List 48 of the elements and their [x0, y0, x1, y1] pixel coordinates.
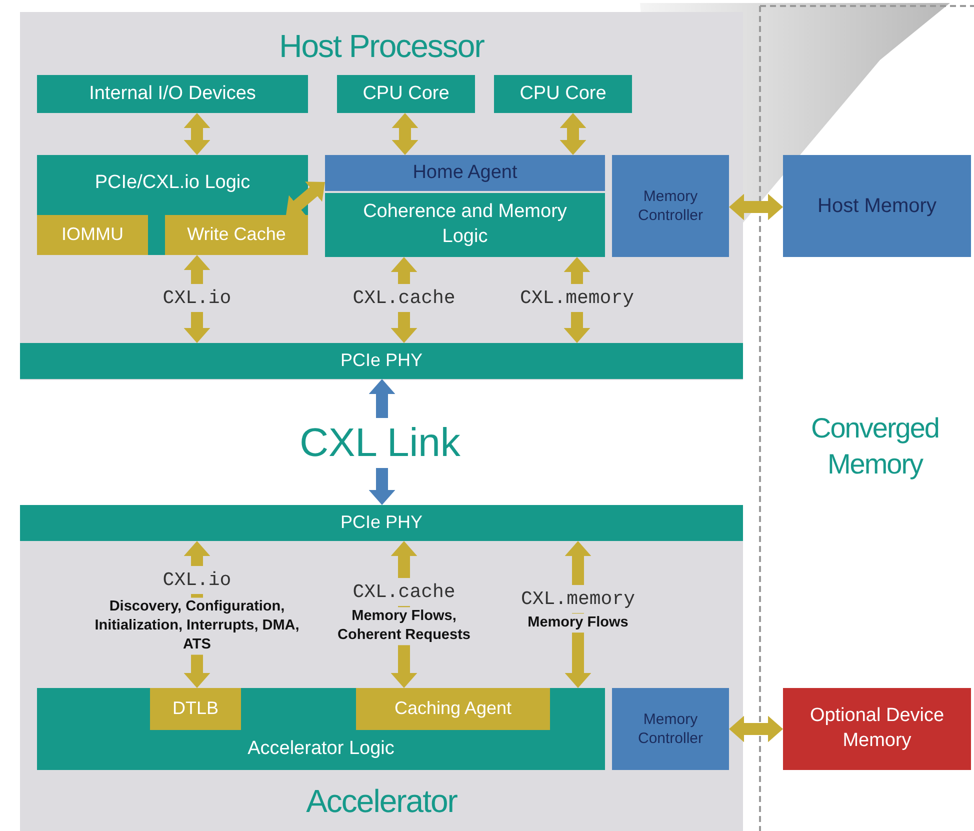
phy-bar	[20, 343, 743, 379]
double-arrow	[184, 113, 210, 155]
box-label: Host Memory	[818, 194, 936, 219]
double-arrow	[729, 194, 783, 220]
link-label: CXL Link	[280, 418, 480, 468]
box-label: Accelerator Logic	[248, 737, 394, 762]
arrow	[368, 379, 396, 418]
cache-box	[165, 215, 308, 255]
dtlb-box	[150, 688, 241, 730]
double-arrow	[560, 113, 586, 155]
box-label: Memory Controller	[636, 186, 704, 226]
box-label: Write Cache	[187, 223, 286, 246]
panel-title: Accelerator	[306, 782, 457, 822]
host-panel	[20, 12, 743, 380]
box-label: PCIe PHY	[340, 511, 423, 534]
arrow	[368, 468, 396, 505]
box-label: Coherence and Memory Logic	[362, 200, 568, 249]
memory-box	[783, 155, 971, 257]
box-label: Memory Controller	[636, 710, 704, 748]
logic-box	[37, 155, 308, 255]
agent-box	[325, 155, 605, 191]
iommu-box	[37, 215, 148, 255]
region-label: Converged Memory	[810, 412, 940, 482]
phy-bar	[20, 505, 743, 541]
box-label: DTLB	[172, 697, 218, 720]
controller-box	[612, 688, 729, 770]
double-arrow	[286, 182, 325, 216]
logic-box	[325, 193, 605, 257]
logic-box	[37, 688, 605, 770]
cpu-core-box	[337, 75, 475, 113]
box-label: Internal I/O Devices	[89, 82, 256, 106]
panel-title: Host Processor	[279, 27, 484, 66]
controller-box	[612, 155, 729, 257]
box-label: Optional Device Memory	[808, 704, 946, 753]
box-label: IOMMU	[62, 223, 124, 246]
box-label: Caching Agent	[394, 697, 512, 720]
double-arrow	[392, 113, 418, 155]
cpu-core-box	[494, 75, 632, 113]
box-label: CPU Core	[520, 82, 606, 106]
box-label: CPU Core	[362, 82, 450, 106]
box-label: Home Agent	[412, 160, 518, 185]
memory-box	[783, 688, 971, 770]
agent-box	[356, 688, 550, 730]
double-arrow	[729, 716, 783, 742]
device-box	[37, 75, 308, 113]
box-label: PCIe PHY	[340, 349, 423, 372]
box-label: PCIe/CXL.io Logic	[94, 171, 250, 195]
flow-description: Discovery, Configuration, Initialization, Interrupts, DMA, ATS	[94, 598, 300, 654]
